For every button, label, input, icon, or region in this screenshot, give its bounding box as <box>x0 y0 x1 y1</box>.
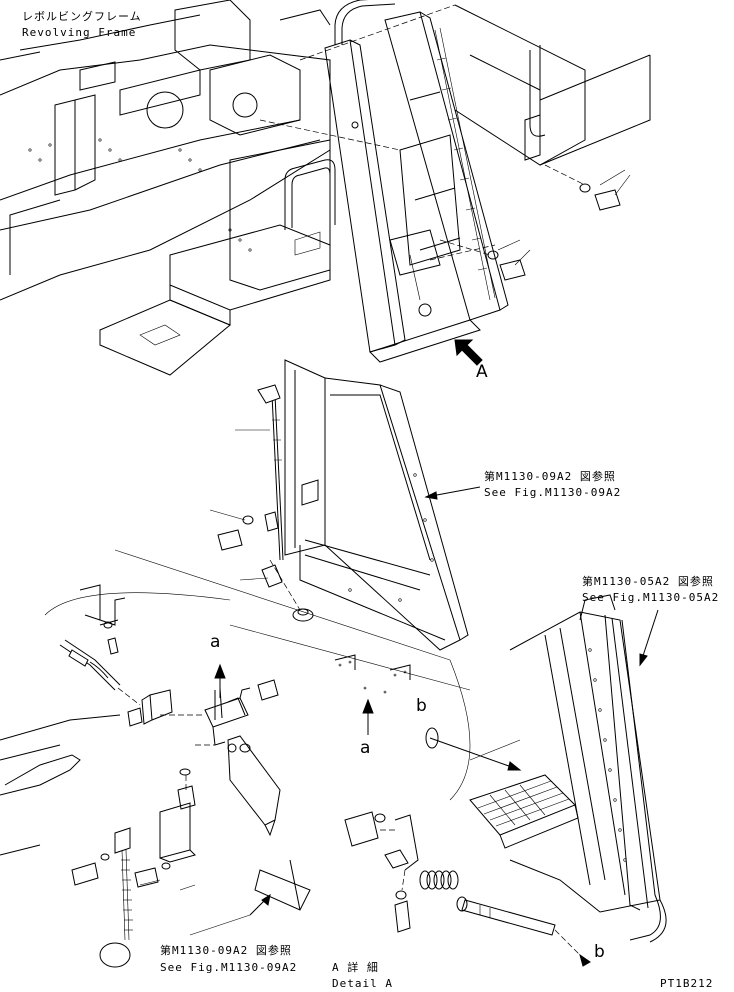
reference-label-3-en: See Fig.M1130-09A2 <box>160 961 298 974</box>
revolving-frame-drawing <box>0 0 336 376</box>
reference-label-1-jp: 第M1130-09A2 図参照 <box>484 470 616 483</box>
reference-label-2-jp: 第M1130-05A2 図参照 <box>582 575 714 588</box>
detail-a-label-en: Detail A <box>332 977 393 990</box>
revolving-frame-label-en: Revolving Frame <box>22 26 137 39</box>
reference-label-1-en: See Fig.M1130-09A2 <box>484 486 622 499</box>
ladder-assembly-upper <box>259 0 651 363</box>
detail-a-label-jp: A 詳 細 <box>332 961 379 974</box>
arrow-a-label-lower: a <box>360 738 371 758</box>
view-a-arrow <box>454 339 483 366</box>
reference-label-2-en: See Fig.M1130-05A2 <box>582 591 720 604</box>
drawing-code: PT1B212 <box>660 977 714 990</box>
detail-a-drawing <box>0 359 667 968</box>
arrow-a-label-upper: a <box>210 632 221 652</box>
revolving-frame-label-jp: レボルビングフレーム <box>22 10 142 23</box>
reference-label-3-jp: 第M1130-09A2 図参照 <box>160 944 292 957</box>
arrow-b-label-lower: b <box>594 942 605 962</box>
arrow-b-label-upper: b <box>416 696 427 716</box>
view-a-label: A <box>476 362 488 382</box>
